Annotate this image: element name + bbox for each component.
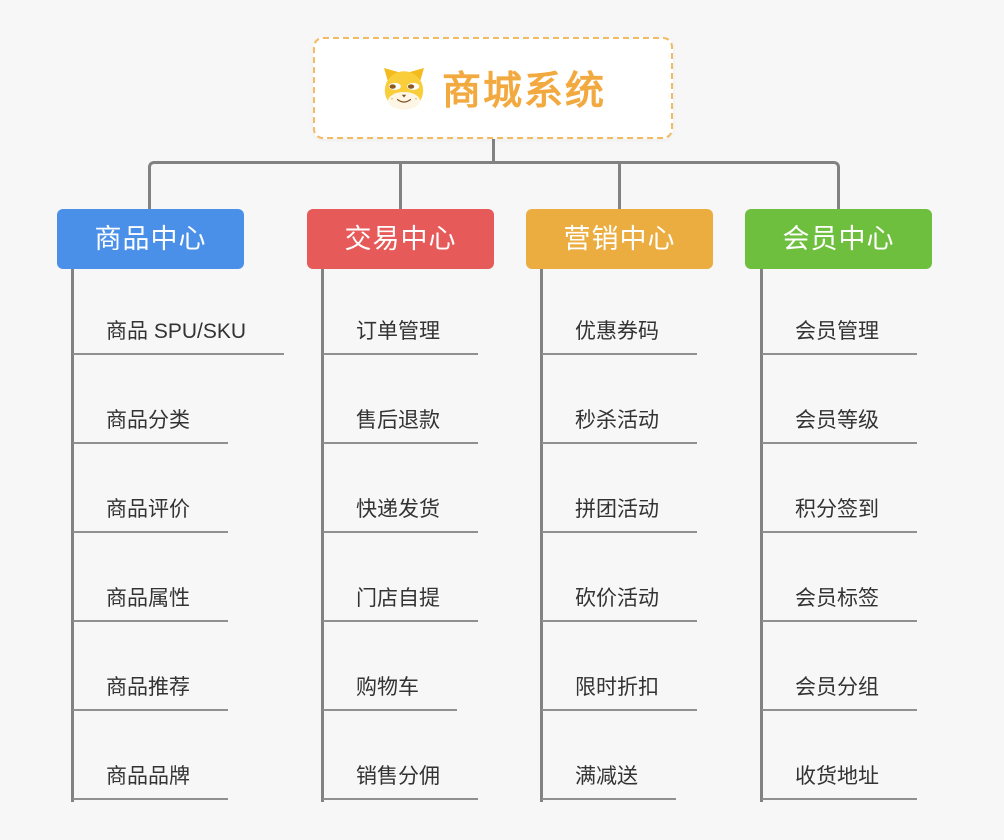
leaf-node[interactable]: 秒杀活动 <box>542 407 697 444</box>
leaf-node[interactable]: 门店自提 <box>323 585 478 622</box>
branch-connector-trade <box>399 164 402 209</box>
doge-icon <box>380 65 428 111</box>
leaf-node[interactable]: 订单管理 <box>323 318 478 355</box>
column-line-product <box>71 269 74 802</box>
leaf-node[interactable]: 销售分佣 <box>323 763 478 800</box>
leaf-node[interactable]: 快递发货 <box>323 496 478 533</box>
leaf-node[interactable]: 商品推荐 <box>73 674 228 711</box>
leaf-node[interactable]: 商品 SPU/SKU <box>73 318 285 355</box>
branch-member-center[interactable]: 会员中心 <box>745 209 932 269</box>
column-line-member <box>760 269 763 802</box>
leaf-node[interactable]: 会员等级 <box>762 407 917 444</box>
leaf-node[interactable]: 商品品牌 <box>73 763 228 800</box>
leaf-node[interactable]: 商品分类 <box>73 407 228 444</box>
leaf-node[interactable]: 会员标签 <box>762 585 917 622</box>
leaf-node[interactable]: 收货地址 <box>762 763 917 800</box>
branch-connector-marketing <box>618 164 621 209</box>
branch-trade-center[interactable]: 交易中心 <box>307 209 494 269</box>
leaf-node[interactable]: 商品属性 <box>73 585 228 622</box>
leaf-node[interactable]: 积分签到 <box>762 496 917 533</box>
leaf-node[interactable]: 商品评价 <box>73 496 228 533</box>
leaf-node[interactable]: 会员分组 <box>762 674 917 711</box>
root-node[interactable]: 商城系统 <box>313 37 673 139</box>
column-line-trade <box>321 269 324 802</box>
column-line-marketing <box>540 269 543 802</box>
tree-elbow-connector <box>148 161 840 210</box>
leaf-node[interactable]: 优惠券码 <box>542 318 697 355</box>
root-connector-stub <box>492 138 495 163</box>
leaf-node[interactable]: 满减送 <box>542 763 676 800</box>
leaf-node[interactable]: 砍价活动 <box>542 585 697 622</box>
leaf-node[interactable]: 售后退款 <box>323 407 478 444</box>
leaf-node[interactable]: 限时折扣 <box>542 674 697 711</box>
branch-marketing-center[interactable]: 营销中心 <box>526 209 713 269</box>
root-title: 商城系统 <box>441 70 606 113</box>
leaf-node[interactable]: 购物车 <box>323 674 457 711</box>
leaf-node[interactable]: 拼团活动 <box>542 496 697 533</box>
branch-product-center[interactable]: 商品中心 <box>57 209 244 269</box>
leaf-node[interactable]: 会员管理 <box>762 318 917 355</box>
